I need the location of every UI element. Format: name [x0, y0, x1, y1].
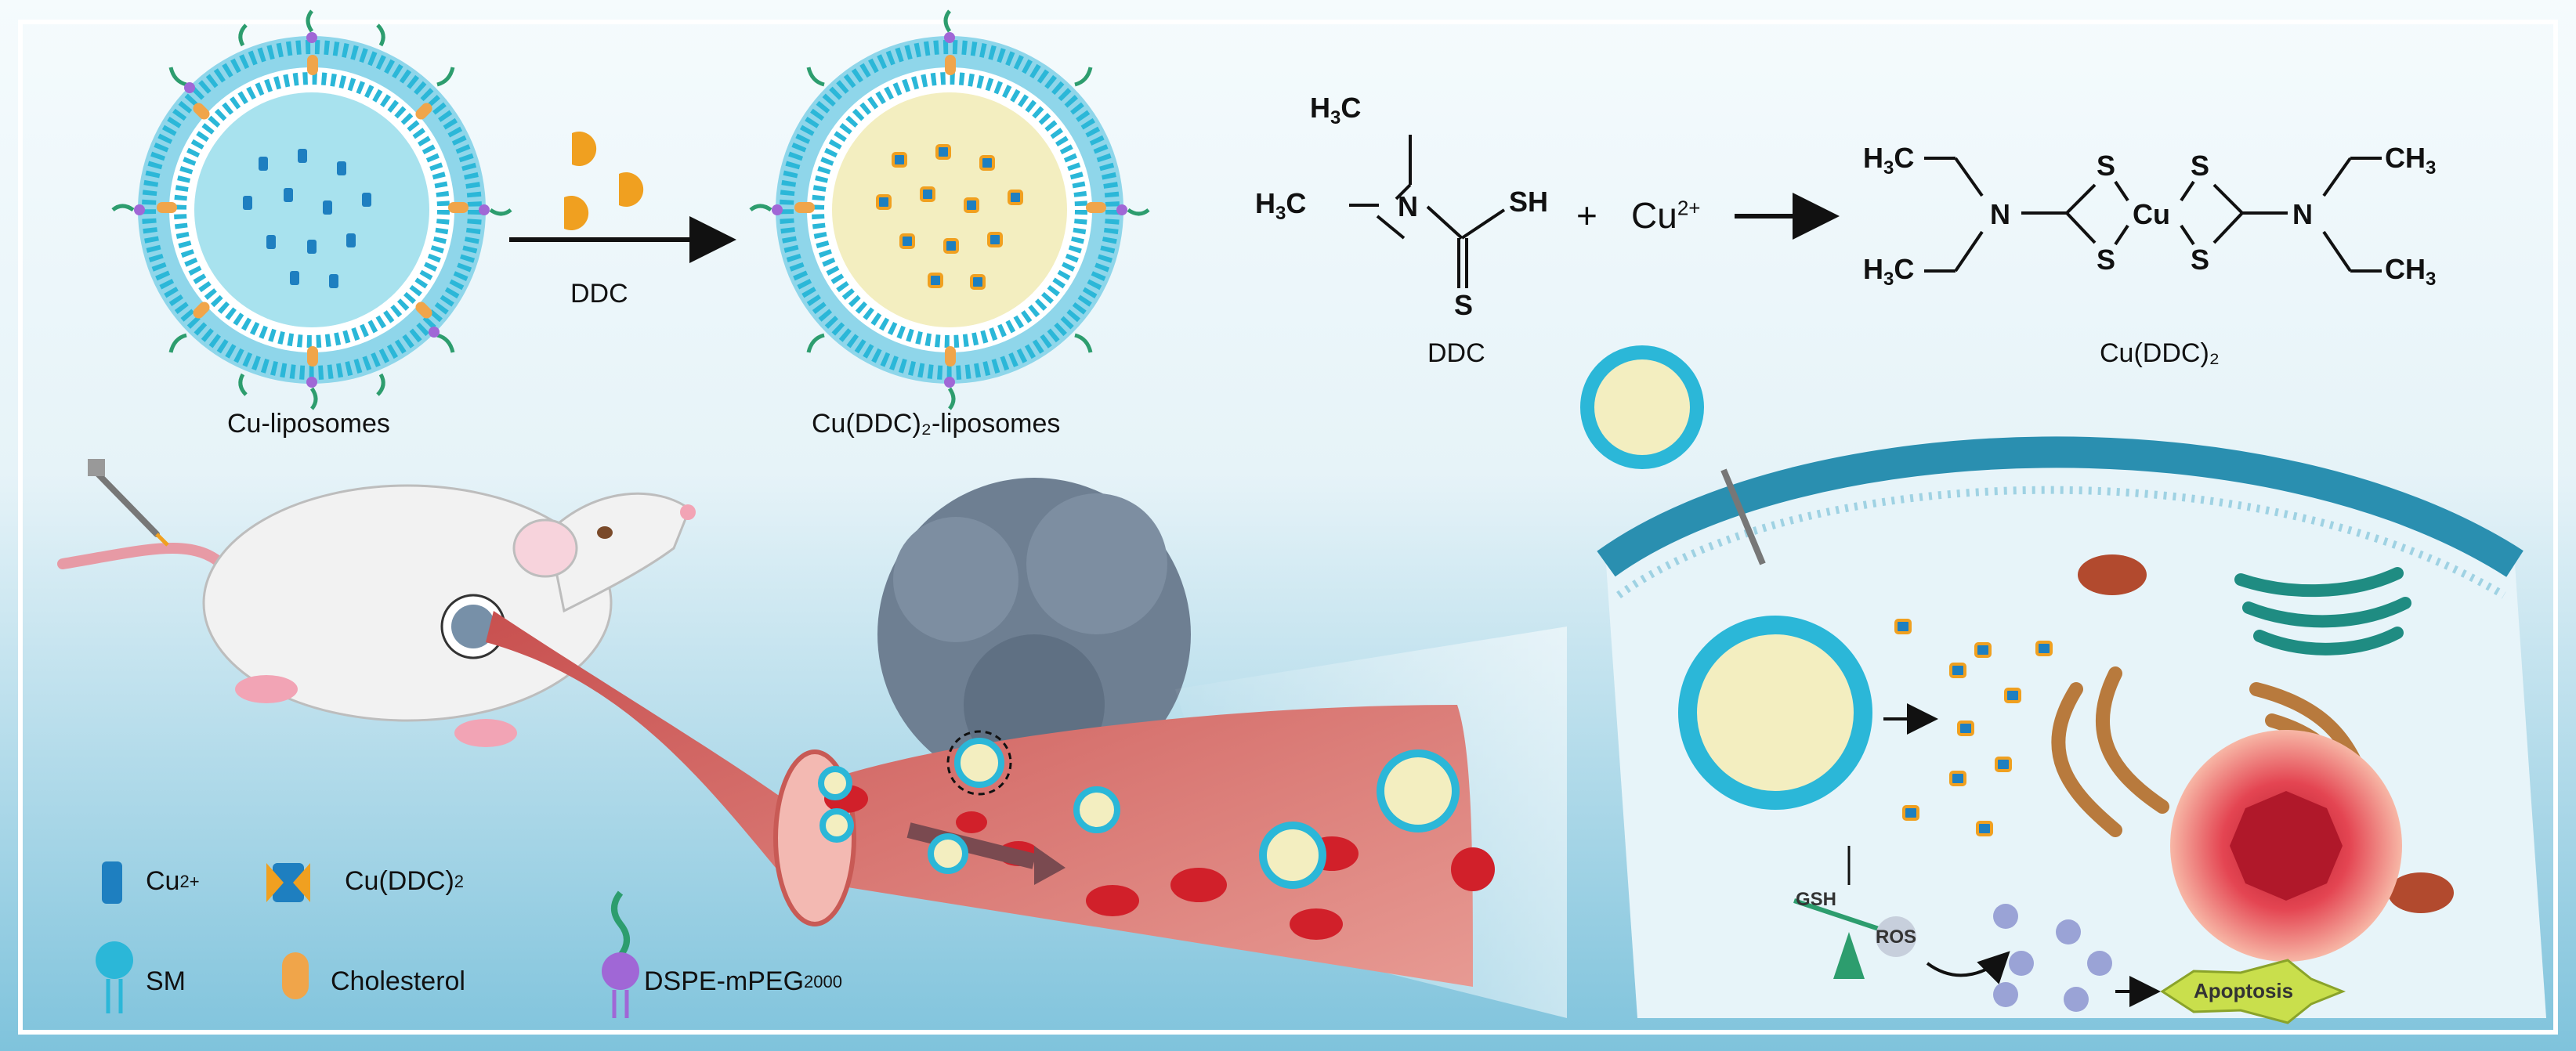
legend-cu-ion-sup: 2+: [179, 871, 200, 891]
cu-ion-charge: 2+: [1677, 196, 1701, 220]
cu-ddc2-liposome: [749, 9, 1150, 410]
label-ddc-caption: DDC: [1427, 338, 1485, 368]
chem-prod-ch3-top: CH3: [2385, 142, 2436, 179]
label-cu-ion: Cu2+: [1631, 194, 1700, 237]
label-plus: +: [1576, 195, 1597, 236]
ddc-structure: [1349, 135, 1506, 288]
apoptosis-burst: [2160, 959, 2346, 1024]
legend-cu-ion-icon: [102, 861, 122, 904]
chem-prod-h3c-bottom: H3C: [1863, 253, 1914, 290]
legend-dspe-base: DSPE-mPEG: [644, 966, 805, 996]
chem-prod-s-4: S: [2191, 244, 2209, 276]
legend-cu-ion-base: Cu: [146, 866, 180, 896]
chem-prod-s-1: S: [2097, 150, 2115, 182]
label-cu-ddc2-liposomes: Cu(DDC)₂-liposomes: [812, 409, 1061, 439]
legend-dspe-sub: 2000: [804, 971, 842, 991]
chem-prod-n-left: N: [1990, 198, 2010, 230]
chem-prod-h3c-top: H3C: [1863, 142, 1914, 179]
legend-cholesterol-icon: [282, 952, 309, 999]
chem-ddc-sh: SH: [1509, 186, 1548, 218]
cu-ion-base: Cu: [1631, 195, 1677, 236]
label-gsh: GSH: [1796, 889, 1836, 910]
blood-vessel: [486, 611, 1495, 987]
label-apoptosis: Apoptosis: [2194, 979, 2293, 1002]
label-product-caption: Cu(DDC)₂: [2100, 338, 2220, 368]
legend-cu-ddc2: Cu(DDC)2: [345, 866, 464, 897]
chem-prod-cu: Cu: [2133, 198, 2170, 230]
cu-ddc2-structure: [1924, 157, 2382, 273]
frame: [18, 20, 2558, 1035]
chem-prod-ch3-bottom: CH3: [2385, 253, 2436, 290]
legend-cu-ddc2-base: Cu(DDC): [345, 866, 454, 896]
legend-cu-ddc2-sub: 2: [454, 871, 465, 891]
chem-prod-s-3: S: [2191, 150, 2209, 182]
chem-prod-s-2: S: [2097, 244, 2115, 276]
chem-ddc-h3c-left: H3C: [1255, 187, 1306, 224]
ddc-drops: [564, 131, 644, 230]
mouse: [57, 459, 696, 747]
golgi-icon: [2234, 567, 2411, 656]
legend-sm: SM: [146, 966, 186, 996]
chem-ddc-h3c-top: H3C: [1310, 92, 1361, 128]
chem-ddc-n: N: [1398, 190, 1418, 222]
label-arrow-ddc: DDC: [570, 279, 628, 309]
mitochondria-icon-2: [2388, 872, 2454, 913]
legend-sm-icon: [96, 941, 133, 1013]
mitochondria-icon: [2078, 554, 2147, 595]
legend-dspe-icon: [602, 890, 639, 1018]
legend-cholesterol: Cholesterol: [331, 966, 465, 996]
cu-liposome: [111, 9, 512, 410]
legend-cu-ddc2-icon: [266, 863, 310, 902]
chem-prod-n-right: N: [2292, 198, 2313, 230]
chem-ddc-s: S: [1454, 289, 1473, 321]
label-cu-liposomes: Cu-liposomes: [227, 409, 390, 439]
label-ros: ROS: [1876, 926, 1916, 948]
cell-panel: [1580, 345, 2546, 1024]
